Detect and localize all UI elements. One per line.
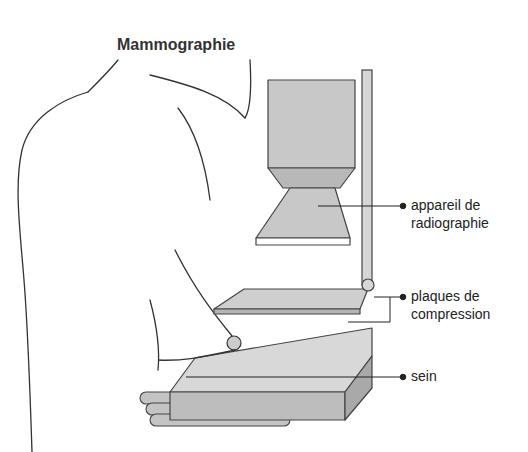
part-label: sein: [411, 368, 519, 386]
arm-outline: [150, 75, 245, 118]
leader-dot: [400, 374, 406, 380]
leader-lines: [186, 203, 406, 380]
nipple: [227, 336, 241, 350]
plate-edge: [214, 309, 360, 314]
lower-plate: [170, 328, 372, 420]
part-label: appareil de radiographie: [411, 197, 519, 232]
device-cone: [256, 188, 350, 238]
arm-outline: [245, 60, 251, 118]
leader-line: [348, 297, 390, 322]
support-top: [170, 328, 372, 392]
part-label: plaques de compression: [411, 288, 519, 323]
neck-outline: [88, 60, 118, 92]
machine-column: [362, 70, 372, 285]
upper-plate: [214, 289, 368, 314]
torso-outline: [150, 300, 159, 370]
leader-line: [374, 297, 402, 298]
leader-dot: [400, 294, 406, 300]
breast-outline: [175, 250, 232, 336]
device-housing: [268, 80, 355, 168]
breast-outline: [158, 350, 236, 360]
leader-dot: [400, 203, 406, 209]
diagram-title: Mammographie: [117, 35, 235, 55]
armpit-outline: [178, 108, 210, 200]
leader-line: [318, 206, 402, 207]
leader-line: [186, 377, 402, 378]
xray-device: [256, 80, 355, 245]
support-front: [170, 392, 345, 420]
plate-top: [214, 289, 368, 309]
support-side: [345, 356, 372, 420]
back-outline: [18, 92, 88, 452]
device-neck: [268, 168, 355, 188]
plate-pivot: [362, 279, 374, 291]
device-window: [256, 238, 350, 245]
